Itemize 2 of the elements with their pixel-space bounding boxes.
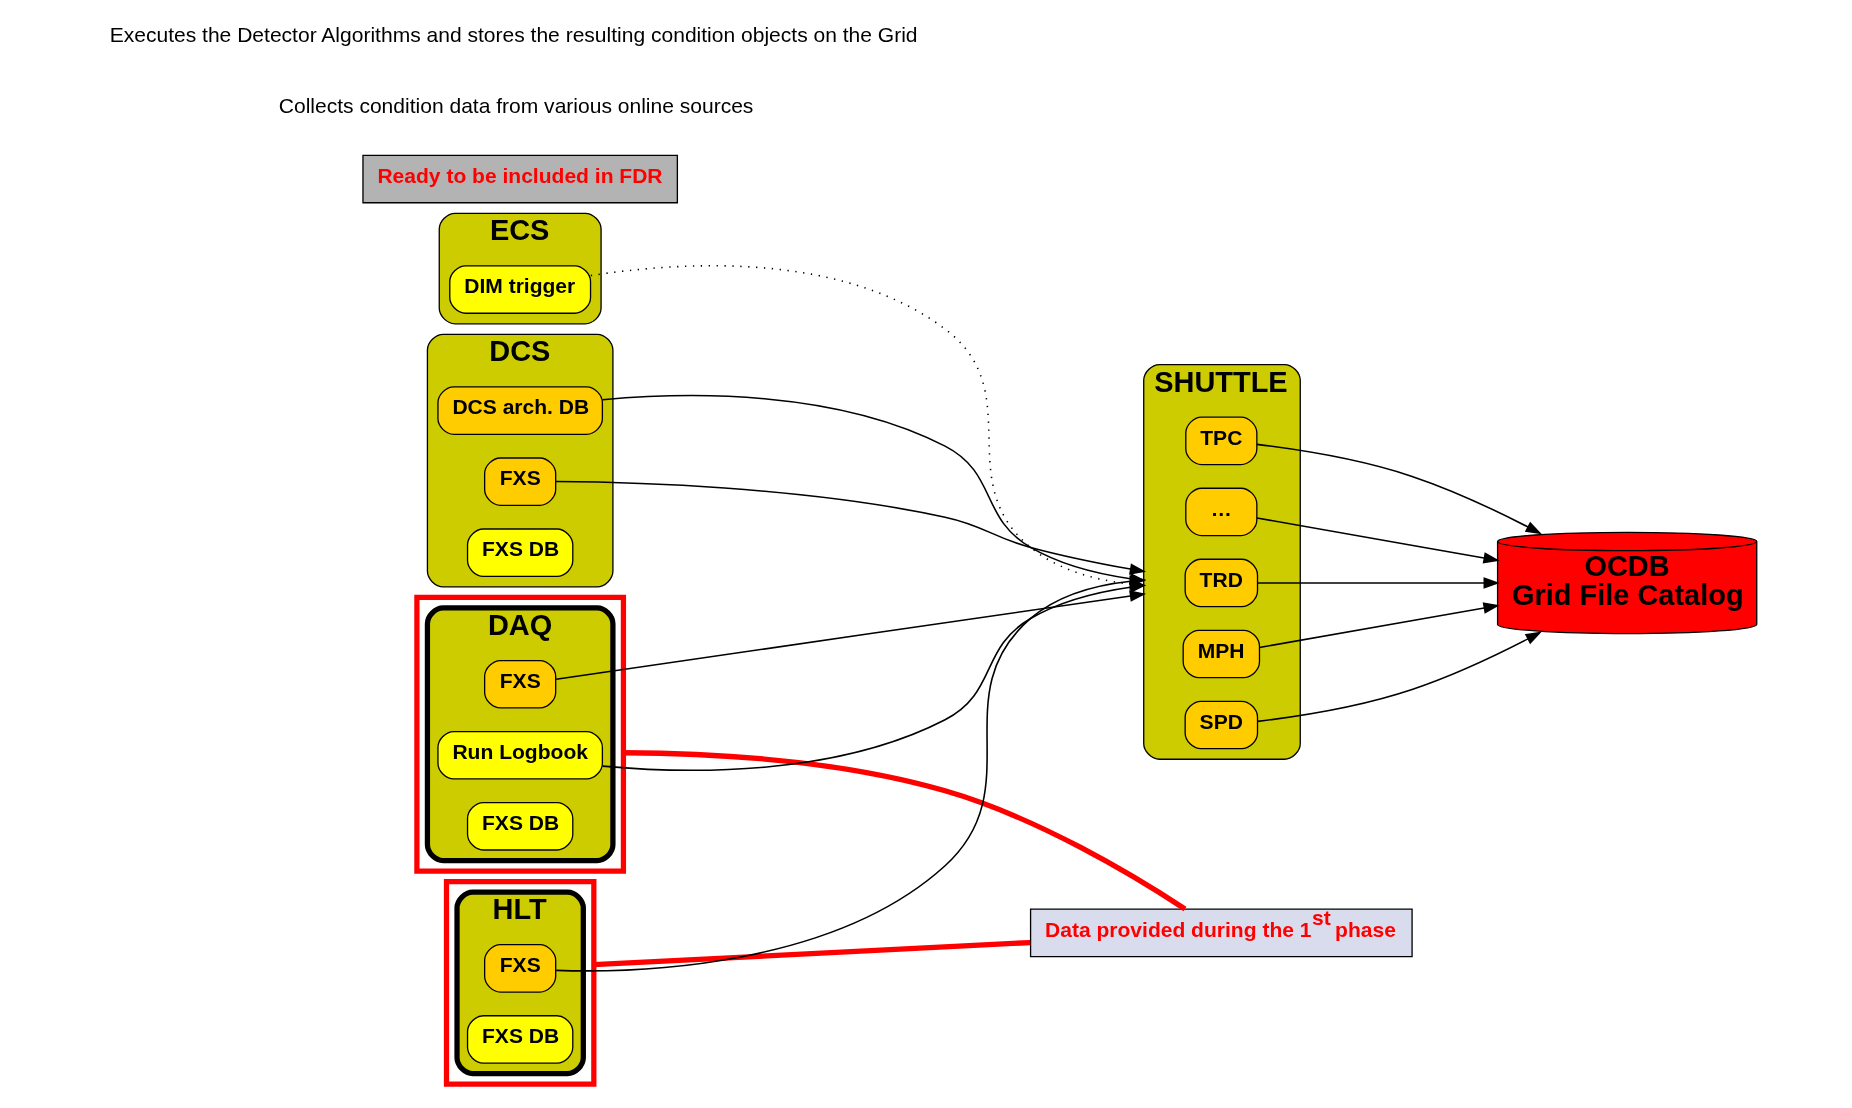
- label: Executes the Detector Algorithms and stores the resulting condition objects on the Grid: [109, 23, 918, 47]
- label: Collects condition data from various online sources: [278, 94, 754, 118]
